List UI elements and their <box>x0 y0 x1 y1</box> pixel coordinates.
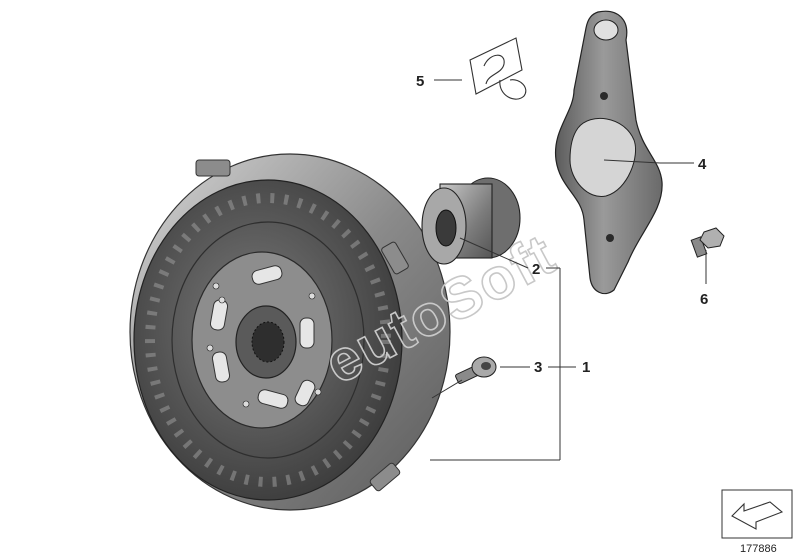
leader-4-inner <box>603 159 661 164</box>
callout-3: 3 <box>534 359 542 376</box>
callout-6: 6 <box>700 291 708 308</box>
friction-lining-ring <box>145 193 391 487</box>
lever-pivot-cup <box>593 19 619 41</box>
bearing-bore <box>435 209 457 247</box>
damper-springs <box>209 265 316 409</box>
damper-spring <box>299 317 315 349</box>
leader-2 <box>459 237 529 269</box>
housing-tab <box>195 159 231 177</box>
clutch-assembly-drawing <box>129 153 451 511</box>
bolt-drawing <box>690 227 725 258</box>
lever-hole <box>600 92 608 100</box>
rivet <box>218 296 226 304</box>
rivet <box>314 388 322 396</box>
rivet <box>212 282 220 290</box>
damper-spring <box>257 389 289 409</box>
splined-hub-bore <box>251 321 285 363</box>
damper-spring <box>294 379 316 407</box>
callout-4: 4 <box>698 156 707 173</box>
direction-arrow-box <box>721 489 793 539</box>
screw-head-socket <box>481 362 491 370</box>
rivet <box>308 292 316 300</box>
housing-tab <box>381 241 409 275</box>
callout-1: 1 <box>582 359 590 376</box>
damper-spring <box>211 351 231 383</box>
retaining-clip-drawing <box>469 37 527 100</box>
bolt-hex-head <box>699 227 725 249</box>
release-bearing-drawing <box>421 177 521 265</box>
release-lever-drawing <box>554 10 663 295</box>
arrow-box-frame <box>721 489 793 539</box>
leader-lines <box>430 79 707 461</box>
damper-spring <box>251 265 283 285</box>
rivet <box>206 344 214 352</box>
friction-lining-inner-edge <box>171 221 365 459</box>
clip-frame <box>469 37 523 95</box>
callout-2: 2 <box>532 261 540 278</box>
leader-screw-to-disc <box>431 379 463 399</box>
document-number: 177886 <box>740 543 777 555</box>
release-lever-opening <box>569 118 636 197</box>
housing-tab <box>369 462 401 492</box>
rivets <box>206 282 322 408</box>
hex-screw-drawing <box>455 356 497 385</box>
direction-arrow-icon <box>731 501 784 530</box>
rivet <box>242 400 250 408</box>
callout-5: 5 <box>416 73 424 90</box>
clip-spring-loop <box>483 54 505 85</box>
lever-hole <box>606 234 614 242</box>
bolt-shank <box>690 236 708 258</box>
clip-wire-ring <box>499 79 527 100</box>
callout-labels: 1 2 3 4 5 6 <box>416 73 708 376</box>
